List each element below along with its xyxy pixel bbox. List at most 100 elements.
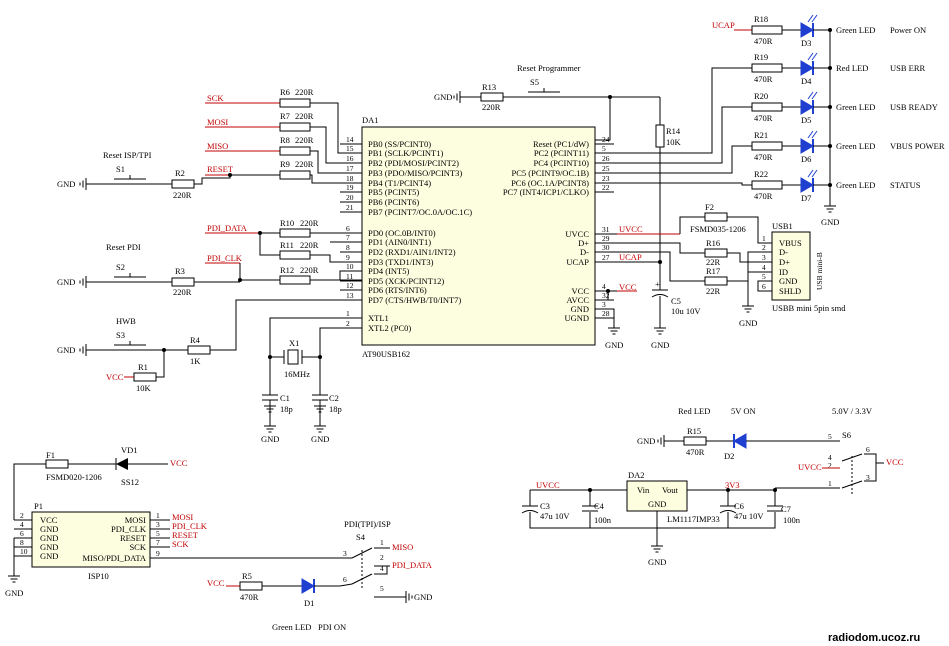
isp-pin-num: 5 (156, 529, 160, 538)
c1-gnd: GND (261, 434, 279, 444)
c4-val: 100n (594, 515, 612, 525)
mcu-pin-name: PB3 (PDO/MISO/PCINT3) (368, 168, 462, 178)
led-func: VBUS POWER (890, 141, 945, 151)
net-ucap: UCAP (619, 252, 642, 262)
isp-pin-num: 4 (20, 520, 24, 529)
regulator-da2 (626, 480, 688, 512)
da2-vout: Vout (662, 485, 679, 495)
mcu-pin-name: D+ (578, 238, 589, 248)
mcu-pin-num: 25 (602, 164, 610, 173)
usb-pin-name: GND (779, 276, 797, 286)
r17-ref: R17 (706, 266, 720, 276)
mcu-pin-num: 5 (602, 144, 606, 153)
c4-ref: C4 (594, 501, 605, 511)
mcu-pin-name: PB7 (PCINT7/OC.0A/OC.1C) (368, 207, 472, 217)
c2-val: 18p (329, 404, 342, 414)
s6-vcc: VCC (886, 457, 904, 467)
s4-label: PDI(TPI)/ISP (344, 519, 391, 529)
c2-gnd: GND (311, 434, 329, 444)
usb-pin-num: 5 (762, 272, 766, 281)
s6-pin3: 3 (866, 473, 870, 482)
mcu-pin-name: PC6 (OC.1A/PCINT8) (511, 178, 589, 188)
r4-val: 1K (190, 356, 201, 366)
mcu-pin-name: XTL1 (368, 313, 389, 323)
s6-uvcc: UVCC (798, 462, 822, 472)
da2-gnd-pin: GND (648, 499, 666, 509)
c5-gnd: GND (651, 340, 669, 350)
p1-net-mosi: MOSI (172, 512, 193, 522)
mcu-pin-num: 27 (602, 253, 610, 262)
r1-vcc: VCC (106, 372, 124, 382)
r4-ref: R4 (190, 335, 201, 345)
s4-miso: MISO (392, 542, 413, 552)
mcu-pin-num: 3 (602, 300, 606, 309)
led-ref: D7 (801, 193, 811, 203)
s5-ref: S5 (530, 77, 539, 87)
led-color: Green LED (836, 25, 875, 35)
r2-val: 220R (173, 190, 192, 200)
usb-section: UVCC F2 FSMD035-1206 R16 22R R17 22R UCA… (595, 202, 846, 350)
c3-val: 47u 10V (540, 511, 570, 521)
usb-side: USB mini-B (815, 252, 824, 290)
resistor-r6 (279, 98, 311, 108)
s4-pin1: 1 (380, 538, 384, 547)
s2-gnd: GND (57, 277, 75, 287)
r9-ref: R9 (280, 159, 290, 169)
led-res-ref: R18 (754, 14, 768, 24)
mcu-pin-num: 19 (346, 183, 354, 192)
mcu-pin-name: UVCC (565, 229, 589, 239)
s6-pin6: 6 (866, 445, 870, 454)
usb-ref: USB1 (772, 221, 793, 231)
f1-part: FSMD020-1206 (46, 472, 102, 482)
mcu-ref: DA1 (362, 115, 379, 125)
mcu-pin-name: PB6 (PCINT6) (368, 197, 419, 207)
net-miso: MISO (207, 141, 228, 151)
net-reset: RESET (207, 164, 234, 174)
led-color: Green LED (836, 102, 875, 112)
usb-gnd: GND (739, 318, 757, 328)
mcu-pin-num: 11 (346, 272, 353, 281)
led-res-val: 470R (754, 113, 773, 123)
c1-val: 18p (280, 404, 293, 414)
f2-ref: F2 (705, 202, 714, 212)
usb-pin-num: 2 (762, 243, 766, 252)
d1-ref: D1 (304, 598, 314, 608)
isp-pin-name: VCC (40, 515, 58, 525)
led-symbol (800, 22, 814, 38)
s6-ref: S6 (842, 430, 851, 440)
mcu-gnd: GND (605, 340, 623, 350)
led-res-ref: R22 (754, 169, 768, 179)
mcu-pin-name: AVCC (566, 295, 589, 305)
r14-val: 10K (666, 137, 682, 147)
r3-ref: R3 (175, 266, 185, 276)
mcu-pin-num: 6 (346, 224, 350, 233)
usb-connector (771, 231, 811, 301)
led-func: USB ERR (890, 63, 926, 73)
switch-s2: Reset PDI S2 GND R3 220R (57, 242, 240, 297)
isp-pin-name: GND (40, 542, 58, 552)
mcu-pin-num: 18 (346, 174, 354, 183)
mcu-pin-num: 13 (346, 291, 354, 300)
resistor-r7 (279, 122, 311, 132)
c7-ref: C7 (781, 504, 791, 514)
isp-pin-name: PDI_CLK (111, 524, 147, 534)
da2-part: LM1117IMP33 (667, 514, 720, 524)
reg-uvcc: UVCC (536, 480, 560, 490)
r2-ref: R2 (175, 168, 185, 178)
led-color: Red LED (836, 63, 868, 73)
resistor-r8 (279, 146, 311, 156)
led-func: USB READY (890, 102, 938, 112)
s4-ref: S4 (356, 532, 366, 542)
c5-ref: C5 (671, 296, 681, 306)
vd1-vcc: VCC (170, 458, 188, 468)
mcu-pin-name: PB2 (PDI/MOSI/PCINT2) (368, 158, 459, 168)
r8-val: 220R (295, 135, 314, 145)
mcu-pin-num: 9 (346, 253, 350, 262)
mcu-pin-num: 14 (346, 135, 354, 144)
switch-s4: PDI(TPI)/ISP S4 3 6 1 2 4 5 MISO PDI_DAT… (207, 519, 433, 632)
s3-label: HWB (116, 316, 136, 326)
f1-ref: F1 (46, 450, 55, 460)
isp-pin-num: 3 (156, 520, 160, 529)
switch-s3: HWB S3 GND R4 1K VCC R1 10K (57, 299, 362, 393)
